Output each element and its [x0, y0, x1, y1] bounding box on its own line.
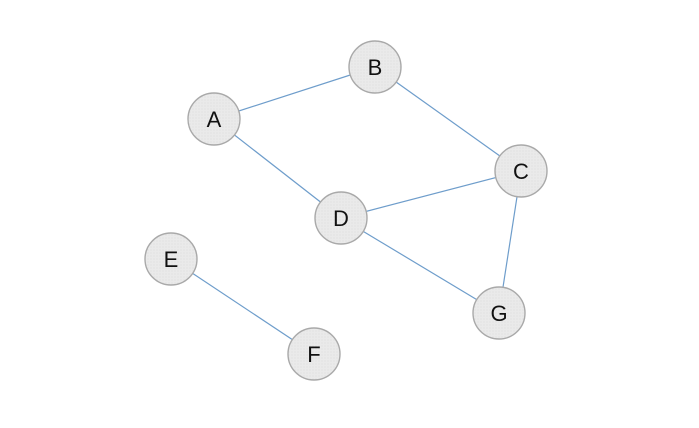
edge-D-G[interactable]: [340, 217, 500, 314]
nodes-layer: A B C D E F G: [144, 40, 548, 381]
node-circle-D[interactable]: [314, 191, 368, 245]
node-circle-C[interactable]: [494, 144, 548, 198]
node-G[interactable]: G: [472, 286, 526, 340]
node-A[interactable]: A: [187, 92, 241, 146]
node-D[interactable]: D: [314, 191, 368, 245]
node-B[interactable]: B: [348, 40, 402, 94]
node-circle-F[interactable]: [287, 327, 341, 381]
edge-A-B[interactable]: [213, 66, 376, 120]
edge-A-D[interactable]: [213, 118, 342, 219]
node-circle-B[interactable]: [348, 40, 402, 94]
edge-E-F[interactable]: [170, 258, 315, 355]
node-F[interactable]: F: [287, 327, 341, 381]
edge-B-C[interactable]: [374, 66, 522, 172]
edge-D-C[interactable]: [340, 170, 522, 219]
node-circle-A[interactable]: [187, 92, 241, 146]
node-circle-G[interactable]: [472, 286, 526, 340]
node-C[interactable]: C: [494, 144, 548, 198]
node-circle-E[interactable]: [144, 232, 198, 286]
node-E[interactable]: E: [144, 232, 198, 286]
